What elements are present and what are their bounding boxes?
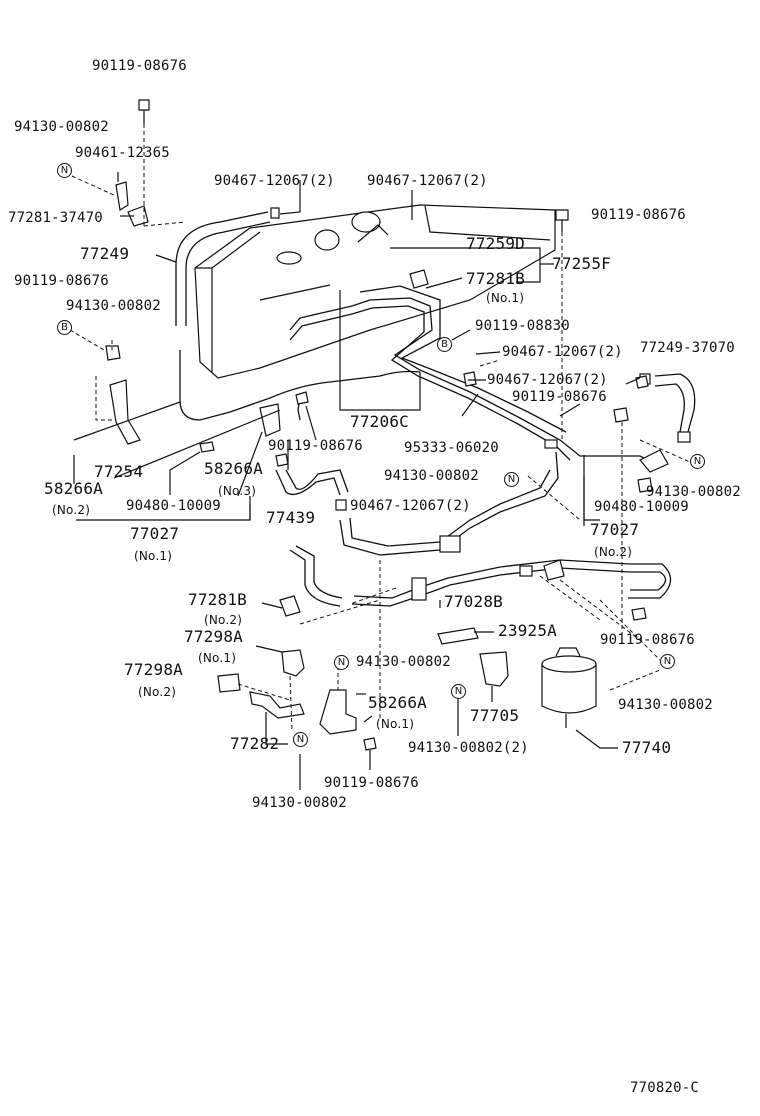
part-label: 77249 bbox=[80, 244, 130, 263]
part-label: 90467-12067(2) bbox=[502, 344, 623, 360]
part-label: 90467-12067(2) bbox=[214, 173, 335, 189]
part-label: 90467-12067(2) bbox=[367, 173, 488, 189]
part-label: 58266A bbox=[204, 459, 263, 478]
part-label: 90461-12365 bbox=[75, 145, 170, 161]
washer-n-badge: N bbox=[57, 163, 72, 178]
part-label: 90119-08676 bbox=[14, 273, 109, 289]
part-label: 77281B bbox=[188, 590, 247, 609]
part-variant-label: (No.2) bbox=[138, 685, 177, 699]
part-label: 94130-00802(2) bbox=[408, 740, 529, 756]
part-label: 90467-12067(2) bbox=[487, 372, 608, 388]
washer-n-badge: N bbox=[504, 472, 519, 487]
washer-n-badge: N bbox=[334, 655, 349, 670]
part-label: 90119-08676 bbox=[600, 632, 695, 648]
washer-n-badge: N bbox=[451, 684, 466, 699]
part-variant-label: (No.2) bbox=[594, 545, 633, 559]
part-label: 77281-37470 bbox=[8, 210, 103, 226]
part-label: 90119-08676 bbox=[92, 58, 187, 74]
part-label: 77281B bbox=[466, 269, 525, 288]
leader-lines bbox=[69, 124, 691, 790]
fasteners bbox=[105, 99, 653, 751]
part-label: 23925A bbox=[498, 621, 557, 640]
washer-n-badge: N bbox=[293, 732, 308, 747]
part-label: 77740 bbox=[622, 738, 672, 757]
part-label: 90480-10009 bbox=[126, 498, 221, 514]
part-label: 90119-08676 bbox=[268, 438, 363, 454]
hose-77439 bbox=[275, 469, 349, 511]
part-label: 90119-08676 bbox=[591, 207, 686, 223]
part-label: 77439 bbox=[266, 508, 316, 527]
washer-n-badge: N bbox=[660, 654, 675, 669]
part-label: 77298A bbox=[184, 627, 243, 646]
washer-b-badge: B bbox=[437, 337, 452, 352]
part-label: 77249-37070 bbox=[640, 340, 735, 356]
part-label: 90119-08676 bbox=[512, 389, 607, 405]
part-variant-label: (No.2) bbox=[204, 613, 243, 627]
hose-77249 bbox=[175, 207, 421, 421]
part-label: 77255F bbox=[552, 254, 611, 273]
part-label: 77298A bbox=[124, 660, 183, 679]
fuel-pipe-bundle bbox=[289, 285, 653, 556]
washer-n-badge: N bbox=[690, 454, 705, 469]
part-label: 90480-10009 bbox=[594, 499, 689, 515]
part-variant-label: (No.3) bbox=[218, 484, 257, 498]
part-label: 77705 bbox=[470, 706, 520, 725]
part-label: 94130-00802 bbox=[384, 468, 479, 484]
part-label: 77259D bbox=[466, 234, 525, 253]
lower-components bbox=[217, 595, 597, 735]
part-label: 77028B bbox=[444, 592, 503, 611]
part-variant-label: (No.1) bbox=[134, 549, 173, 563]
part-label: 77206C bbox=[350, 412, 409, 431]
part-label: 94130-00802 bbox=[646, 484, 741, 500]
part-variant-label: (No.2) bbox=[52, 503, 91, 517]
part-variant-label: (No.1) bbox=[198, 651, 237, 665]
part-label: 94130-00802 bbox=[252, 795, 347, 811]
part-label: 90467-12067(2) bbox=[350, 498, 471, 514]
part-label: 94130-00802 bbox=[66, 298, 161, 314]
part-label: 94130-00802 bbox=[356, 654, 451, 670]
part-label: 77027 bbox=[590, 520, 640, 539]
washer-b-badge: B bbox=[57, 320, 72, 335]
part-label: 77282 bbox=[230, 734, 280, 753]
part-variant-label: (No.1) bbox=[376, 717, 415, 731]
part-label: 58266A bbox=[368, 693, 427, 712]
part-label: 90119-08830 bbox=[475, 318, 570, 334]
part-variant-label: (No.1) bbox=[486, 291, 525, 305]
diagram-code: 770820-C bbox=[630, 1080, 700, 1096]
fuel-pipe-77028b bbox=[289, 545, 672, 607]
part-label: 58266A bbox=[44, 479, 103, 498]
part-label: 95333-06020 bbox=[404, 440, 499, 456]
part-label: 94130-00802 bbox=[14, 119, 109, 135]
part-label: 90119-08676 bbox=[324, 775, 419, 791]
part-label: 77027 bbox=[130, 524, 180, 543]
part-label: 77254 bbox=[94, 462, 144, 481]
part-label: 94130-00802 bbox=[618, 697, 713, 713]
